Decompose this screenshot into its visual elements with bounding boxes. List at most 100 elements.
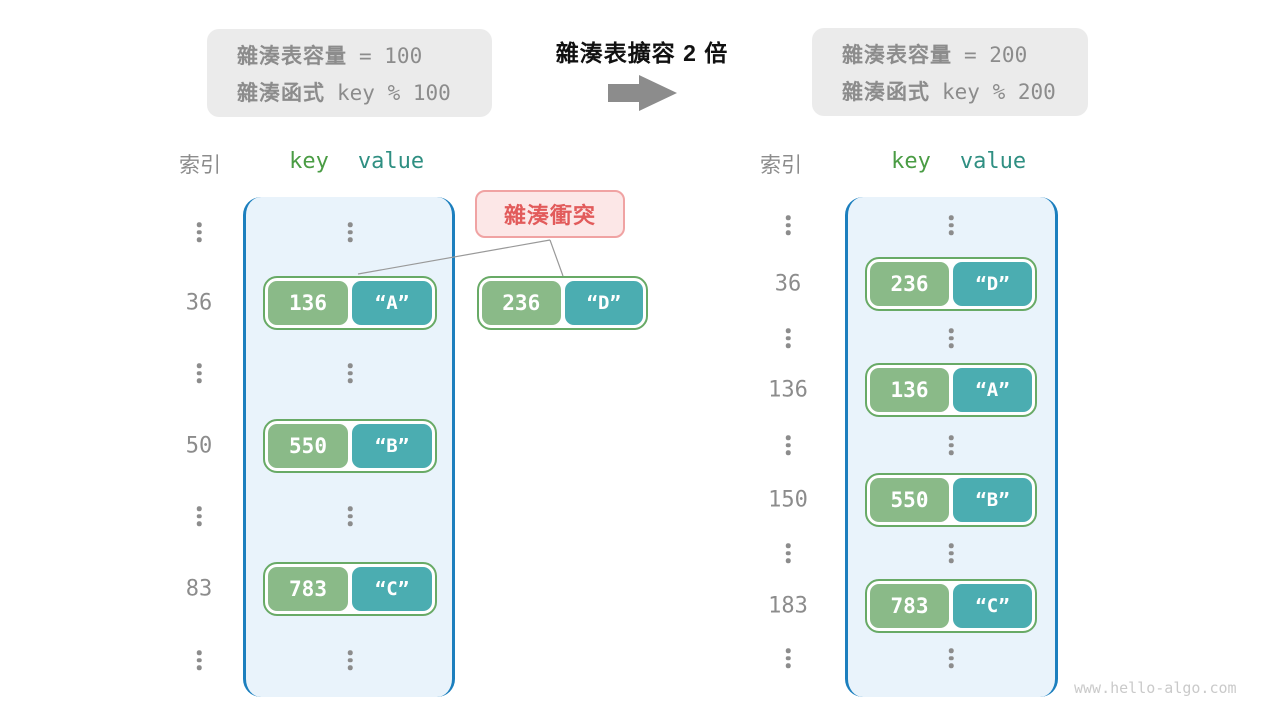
- capacity-value: = 200: [964, 42, 1028, 67]
- hash-fn-line: 雜湊函式 key % 100: [237, 77, 492, 107]
- index-label: 150: [768, 487, 808, 513]
- ellipsis-dots-icon: [948, 543, 954, 563]
- pair-value: “C”: [953, 584, 1032, 628]
- dot: [347, 650, 353, 655]
- dot: [785, 230, 791, 235]
- dot: [785, 328, 791, 333]
- pair-value: “B”: [352, 424, 432, 468]
- dot: [948, 663, 954, 668]
- ellipsis-dots-icon: [196, 506, 202, 526]
- dot: [347, 370, 353, 376]
- dot: [347, 229, 353, 235]
- dot: [347, 363, 353, 368]
- dot: [347, 657, 353, 663]
- dot: [948, 543, 954, 548]
- dot: [948, 328, 954, 333]
- dot: [785, 648, 791, 653]
- info-box-after: 雜湊表容量 = 200 雜湊函式 key % 200: [812, 28, 1088, 116]
- dot: [785, 222, 791, 228]
- pair-key: 136: [870, 368, 949, 412]
- dot: [196, 363, 202, 368]
- dot: [948, 442, 954, 448]
- diagram-title: 雜湊表擴容 2 倍: [555, 40, 729, 66]
- dot: [347, 513, 353, 519]
- colliding-pair: 236“D”: [477, 276, 648, 330]
- bucket-pair: 550“B”: [263, 419, 437, 473]
- hash-collision-callout: 雜湊衝突: [475, 190, 625, 238]
- bucket-pair: 783“C”: [865, 579, 1037, 633]
- ellipsis-dots-icon: [347, 363, 353, 383]
- right-arrow-icon: [639, 75, 677, 111]
- bucket-pair: 236“D”: [865, 257, 1037, 311]
- capacity-value: = 100: [359, 43, 423, 68]
- dot: [948, 230, 954, 235]
- dot: [785, 450, 791, 455]
- capacity-line: 雜湊表容量 = 100: [237, 40, 492, 70]
- dot: [948, 558, 954, 563]
- pair-key: 236: [870, 262, 949, 306]
- pair-value: “A”: [352, 281, 432, 325]
- dot: [948, 343, 954, 348]
- dot: [785, 550, 791, 556]
- dot: [785, 343, 791, 348]
- hash-fn-line: 雜湊函式 key % 200: [842, 76, 1088, 106]
- watermark: www.hello-algo.com: [1074, 679, 1237, 697]
- pair-key: 783: [268, 567, 348, 611]
- dot: [948, 335, 954, 341]
- bucket-pair: 550“B”: [865, 473, 1037, 527]
- hash-fn-label: 雜湊函式: [842, 80, 930, 104]
- dot: [347, 665, 353, 670]
- index-label: 183: [768, 593, 808, 619]
- capacity-label: 雜湊表容量: [842, 43, 952, 67]
- pair-key: 550: [268, 424, 348, 468]
- hash-fn-value: key % 200: [942, 79, 1056, 104]
- index-column-header: 索引: [760, 154, 802, 177]
- ellipsis-dots-icon: [347, 506, 353, 526]
- dot: [785, 215, 791, 220]
- value-column-header: value: [357, 149, 425, 174]
- dot: [196, 665, 202, 670]
- dot: [196, 657, 202, 663]
- dot: [785, 558, 791, 563]
- ellipsis-dots-icon: [196, 363, 202, 383]
- dot: [785, 435, 791, 440]
- dot: [196, 650, 202, 655]
- bucket-pair: 783“C”: [263, 562, 437, 616]
- dot: [347, 237, 353, 242]
- capacity-line: 雜湊表容量 = 200: [842, 39, 1088, 69]
- index-label: 36: [185, 290, 213, 316]
- index-label: 36: [774, 271, 802, 297]
- capacity-label: 雜湊表容量: [237, 44, 347, 68]
- dot: [196, 222, 202, 227]
- pair-value: “A”: [953, 368, 1032, 412]
- ellipsis-dots-icon: [347, 650, 353, 670]
- dot: [948, 648, 954, 653]
- value-column-header: value: [959, 149, 1027, 174]
- pair-value: “C”: [352, 567, 432, 611]
- ellipsis-dots-icon: [948, 328, 954, 348]
- key-column-header: key: [289, 149, 329, 174]
- dot: [196, 521, 202, 526]
- info-box-before: 雜湊表容量 = 100 雜湊函式 key % 100: [207, 29, 492, 117]
- dot: [347, 222, 353, 227]
- hash-fn-label: 雜湊函式: [237, 81, 325, 105]
- dot: [948, 450, 954, 455]
- ellipsis-dots-icon: [196, 222, 202, 242]
- dot: [948, 655, 954, 661]
- pair-value: “D”: [953, 262, 1032, 306]
- ellipsis-dots-icon: [785, 435, 791, 455]
- dot: [948, 215, 954, 220]
- dot: [785, 335, 791, 341]
- ellipsis-dots-icon: [948, 435, 954, 455]
- ellipsis-dots-icon: [785, 215, 791, 235]
- key-column-header: key: [891, 149, 931, 174]
- bucket-pair: 136“A”: [865, 363, 1037, 417]
- hash-fn-value: key % 100: [337, 80, 451, 105]
- dot: [196, 237, 202, 242]
- pair-value: “B”: [953, 478, 1032, 522]
- bucket-pair: 136“A”: [263, 276, 437, 330]
- dot: [785, 663, 791, 668]
- dot: [948, 550, 954, 556]
- dot: [196, 513, 202, 519]
